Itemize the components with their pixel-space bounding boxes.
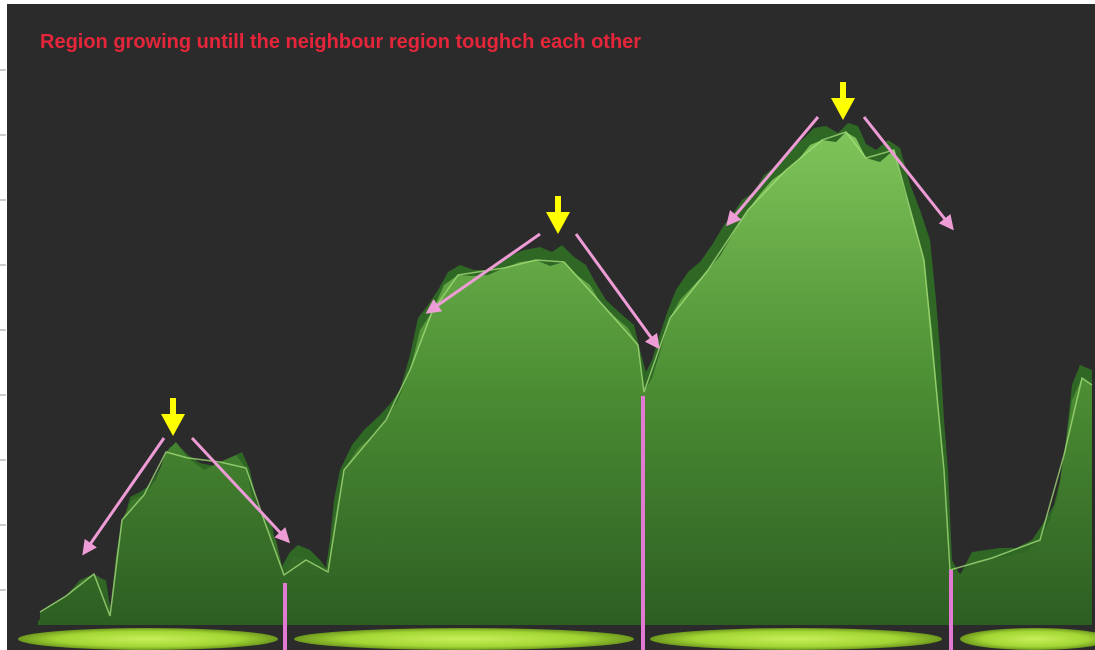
diagram-title: Region growing untill the neighbour regi… [40,31,641,53]
region-boundaries [283,396,953,650]
left-edge-ticks [0,69,6,591]
growth-arrow-3-left [726,116,820,227]
intensity-profile [38,123,1093,625]
growth-arrows [82,116,954,556]
region-base-4 [960,628,1095,650]
peak-arrow-3 [831,82,855,120]
growth-arrow-3-right [862,116,954,231]
peak-arrows [161,82,855,436]
region-bases [18,628,1095,650]
growth-arrow-2-left [425,232,541,314]
terrain-highlight [39,131,1093,617]
peak-arrow-1 [161,398,185,436]
region-base-1 [18,628,278,650]
region-base-3 [650,628,942,650]
growth-arrow-1-right [190,436,291,544]
terrain-front-band [40,132,1092,625]
peak-arrow-2 [546,196,570,234]
growth-arrow-2-right [574,233,660,350]
region-base-2 [294,628,634,650]
growth-arrow-1-left [82,437,166,556]
